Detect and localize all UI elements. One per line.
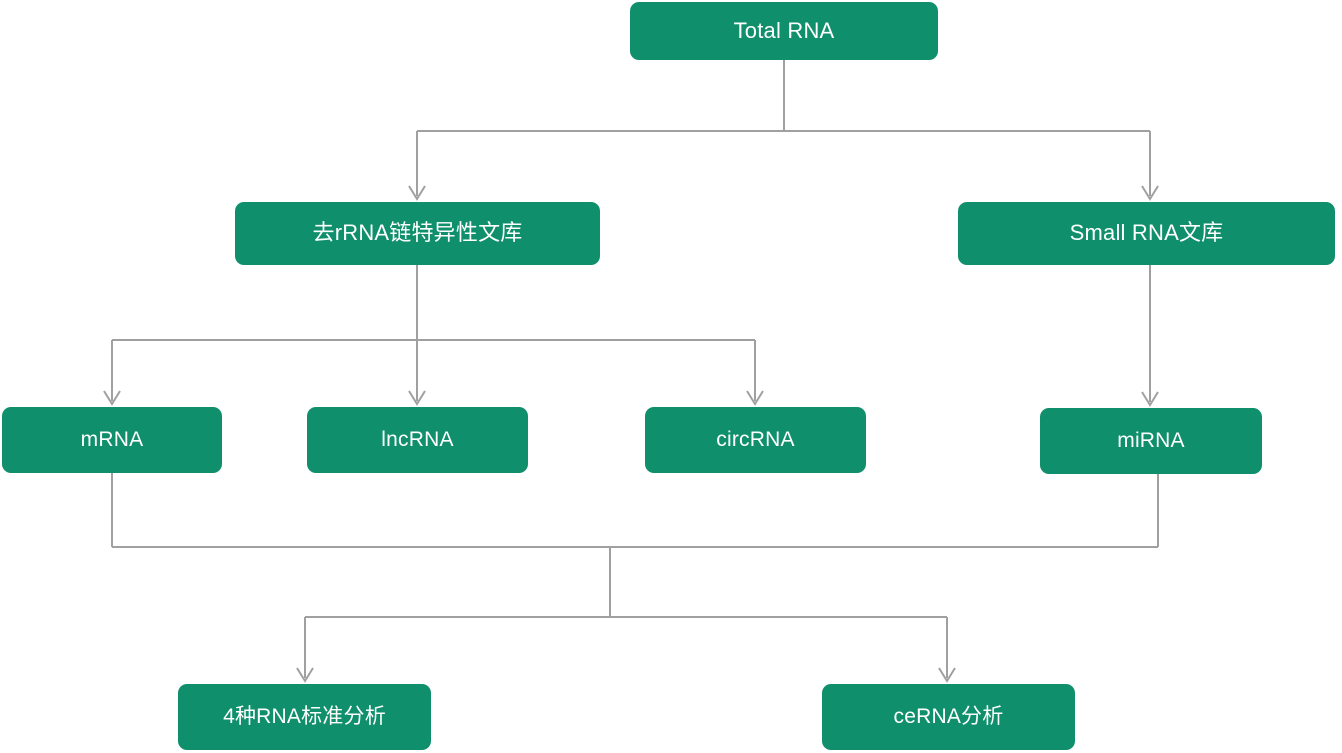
arrowhead-to-four-rna-analysis xyxy=(296,667,314,683)
arrowhead-to-circrna xyxy=(746,390,764,406)
arrowhead-to-cerna-analysis xyxy=(938,667,956,683)
node-rrna-depleted-library[interactable]: 去rRNA链特异性文库 xyxy=(235,202,600,265)
node-total-rna[interactable]: Total RNA xyxy=(630,2,938,60)
node-rrna-depleted-library-label: 去rRNA链特异性文库 xyxy=(312,220,523,246)
node-circrna[interactable]: circRNA xyxy=(645,407,866,473)
node-lncrna-label: lncRNA xyxy=(381,428,454,452)
node-mrna-label: mRNA xyxy=(80,428,144,452)
arrowhead-to-mirna xyxy=(1141,391,1159,407)
node-small-rna-library[interactable]: Small RNA文库 xyxy=(958,202,1335,265)
node-lncrna[interactable]: lncRNA xyxy=(307,407,528,473)
node-cerna-analysis-label: ceRNA分析 xyxy=(893,705,1004,729)
node-mirna[interactable]: miRNA xyxy=(1040,408,1262,474)
node-four-rna-standard-analysis[interactable]: 4种RNA标准分析 xyxy=(178,684,431,750)
node-four-rna-standard-analysis-label: 4种RNA标准分析 xyxy=(223,705,386,729)
node-small-rna-library-label: Small RNA文库 xyxy=(1069,220,1224,246)
node-circrna-label: circRNA xyxy=(716,428,795,452)
arrowhead-to-small-rna-library xyxy=(1141,185,1159,201)
node-mrna[interactable]: mRNA xyxy=(2,407,222,473)
node-mirna-label: miRNA xyxy=(1117,429,1185,453)
arrowhead-to-lncrna xyxy=(408,390,426,406)
arrowhead-to-rrna-library xyxy=(408,185,426,201)
arrowhead-to-mrna xyxy=(103,390,121,406)
node-total-rna-label: Total RNA xyxy=(733,17,835,43)
node-cerna-analysis[interactable]: ceRNA分析 xyxy=(822,684,1075,750)
